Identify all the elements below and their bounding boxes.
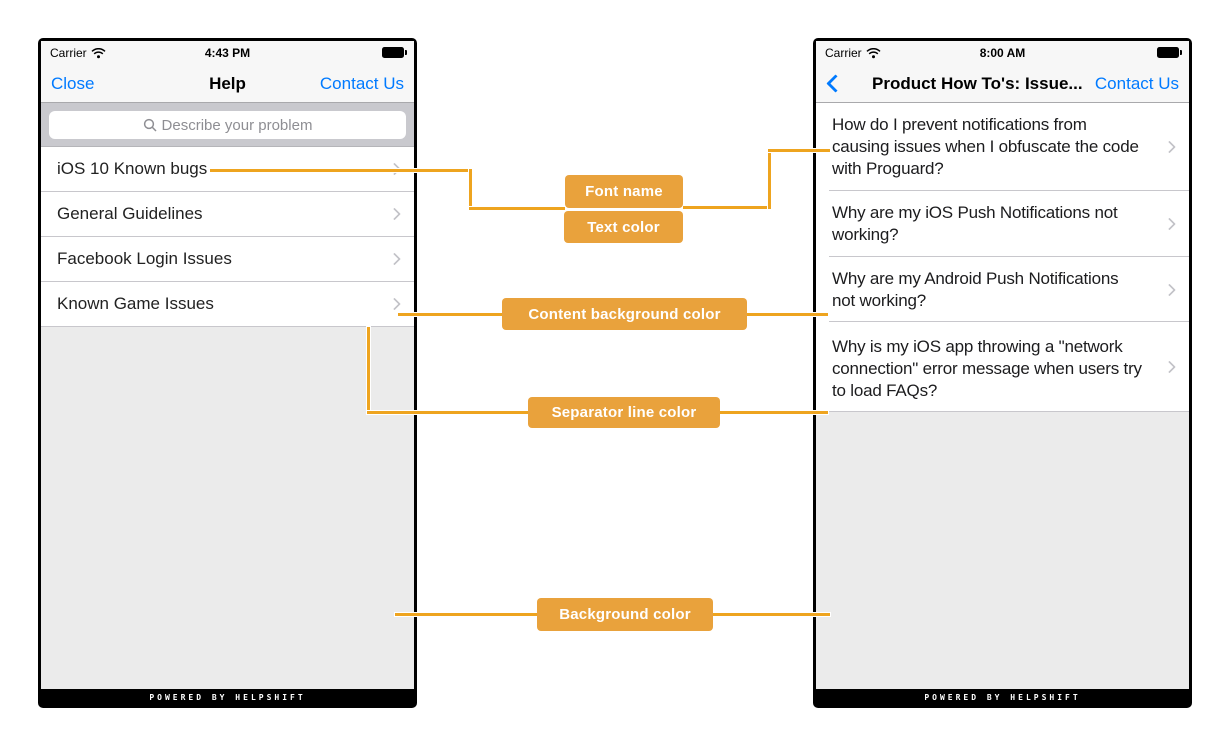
separator-line	[829, 321, 1189, 322]
powered-by-label: POWERED BY HELPSHIFT	[149, 692, 306, 702]
page-title: Help	[209, 73, 246, 93]
background-pointer-line-right	[713, 613, 830, 616]
chevron-right-icon	[1163, 360, 1176, 374]
faq-item-android-push[interactable]: Why are my Android Push Notifications no…	[816, 257, 1189, 322]
faq-item-label: Why are my Android Push Notifications no…	[832, 269, 1119, 310]
content-background-color-annotation-label: Content background color	[502, 298, 747, 330]
powered-by-helpshift-bar: POWERED BY HELPSHIFT	[41, 689, 414, 705]
status-time: 4:43 PM	[204, 46, 251, 60]
list-item-known-game-issues[interactable]: Known Game Issues	[41, 282, 414, 327]
font-name-pointer-line-left-to-button	[469, 207, 565, 210]
chevron-right-icon	[1163, 140, 1176, 154]
powered-by-helpshift-bar: POWERED BY HELPSHIFT	[816, 689, 1189, 705]
list-item-label: General Guidelines	[57, 204, 203, 223]
back-chevron-icon[interactable]	[826, 74, 845, 93]
background-pointer-line-left	[395, 613, 537, 616]
font-name-pointer-line-left-vertical	[469, 169, 472, 210]
separator-pointer-line-left-vertical	[367, 327, 370, 414]
contact-us-button[interactable]: Contact Us	[319, 73, 404, 93]
faq-item-label: How do I prevent notifications from caus…	[832, 115, 1139, 178]
faq-item-proguard[interactable]: How do I prevent notifications from caus…	[816, 103, 1189, 191]
nav-bar: Close Help Contact Us	[41, 65, 414, 103]
carrier-label: Carrier	[50, 46, 87, 60]
battery-icon	[382, 47, 407, 58]
carrier-label: Carrier	[825, 46, 862, 60]
status-bar: Carrier 4:43 PM	[41, 41, 414, 65]
background-color-annotation-label: Background color	[537, 598, 713, 631]
list-item-label: Known Game Issues	[57, 294, 214, 313]
right-phone-frame: Carrier 8:00 AM Product How To's: Issue.…	[813, 38, 1192, 708]
font-name-pointer-line-right-vertical	[768, 149, 771, 209]
search-input[interactable]: Describe your problem	[49, 111, 406, 139]
font-name-pointer-line-left	[210, 169, 472, 172]
content-background-pointer-line-right	[747, 313, 828, 316]
nav-bar: Product How To's: Issue... Contact Us	[816, 65, 1189, 103]
faq-item-network-connection[interactable]: Why is my iOS app throwing a "network co…	[816, 322, 1189, 412]
chevron-right-icon	[388, 207, 401, 221]
powered-by-label: POWERED BY HELPSHIFT	[924, 692, 1081, 702]
separator-line	[829, 190, 1189, 191]
chevron-right-icon	[1163, 283, 1176, 296]
left-phone-frame: Carrier 4:43 PM Close Help Contact Us	[38, 38, 417, 708]
status-bar: Carrier 8:00 AM	[816, 41, 1189, 65]
help-faq-list-screen: Carrier 4:43 PM Close Help Contact Us	[41, 41, 414, 705]
separator-line	[829, 256, 1189, 257]
faq-questions-screen: Carrier 8:00 AM Product How To's: Issue.…	[816, 41, 1189, 705]
contact-us-button[interactable]: Contact Us	[1094, 73, 1179, 93]
status-time: 8:00 AM	[979, 46, 1026, 60]
list-item-facebook-login-issues[interactable]: Facebook Login Issues	[41, 237, 414, 282]
separator-pointer-line-left	[367, 411, 528, 414]
faq-item-label: Why are my iOS Push Notifications not wo…	[832, 203, 1118, 244]
chevron-right-icon	[388, 252, 401, 266]
search-bar-container: Describe your problem	[41, 103, 414, 147]
font-name-annotation-label: Font name	[565, 175, 683, 208]
faq-item-label: Why is my iOS app throwing a "network co…	[832, 337, 1142, 400]
chevron-right-icon	[1163, 217, 1176, 231]
list-item-label: iOS 10 Known bugs	[57, 159, 208, 178]
content-background-pointer-line-left	[398, 313, 502, 316]
close-button[interactable]: Close	[51, 73, 95, 93]
font-name-pointer-line-right	[768, 149, 830, 152]
list-item-label: Facebook Login Issues	[57, 249, 232, 268]
list-item-general-guidelines[interactable]: General Guidelines	[41, 192, 414, 237]
search-placeholder: Describe your problem	[161, 116, 313, 134]
text-color-annotation-label: Text color	[564, 211, 683, 243]
separator-line	[829, 411, 1189, 412]
separator-pointer-line-right	[720, 411, 828, 414]
page-title: Product How To's: Issue...	[872, 73, 1083, 93]
faq-item-ios-push[interactable]: Why are my iOS Push Notifications not wo…	[816, 191, 1189, 257]
separator-line-color-annotation-label: Separator line color	[528, 397, 720, 428]
chevron-right-icon	[388, 297, 401, 311]
wifi-icon	[866, 47, 881, 58]
font-name-pointer-line-right-from-button	[683, 206, 771, 209]
wifi-icon	[91, 47, 106, 58]
battery-icon	[1157, 47, 1182, 58]
search-icon	[143, 118, 157, 132]
